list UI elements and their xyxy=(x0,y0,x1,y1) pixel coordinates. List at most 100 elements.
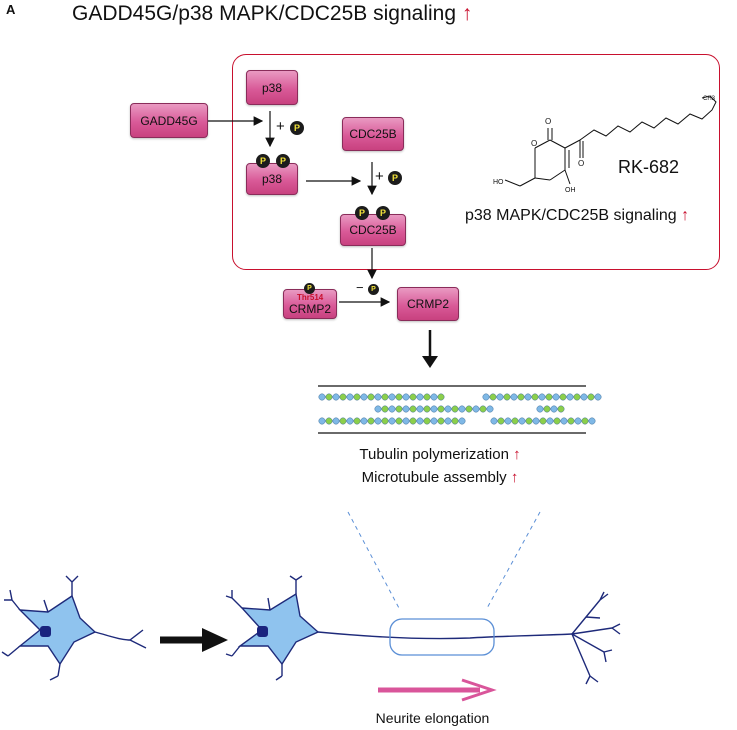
tubulin-dimer xyxy=(423,417,431,425)
outcome-microtubule-text: Microtubule assembly xyxy=(361,469,507,486)
rk682-structure xyxy=(504,95,717,187)
tubulin-dimer xyxy=(451,417,459,425)
tubulin-dimer xyxy=(332,417,340,425)
tubulin-dimer xyxy=(374,393,382,401)
neurite-arrow-head xyxy=(461,678,497,702)
rk682-atom-o-ring: O xyxy=(531,139,537,148)
tubulin-dimer xyxy=(346,393,354,401)
title-up-arrow-icon: ↑ xyxy=(461,2,473,25)
neuron-before-nucleus xyxy=(40,626,51,637)
figure-title: GADD45G/p38 MAPK/CDC25B signaling ↑ xyxy=(72,2,472,26)
tubulin-dimer xyxy=(409,417,417,425)
plus-sign: + xyxy=(375,168,384,185)
tubulin-dimer xyxy=(395,405,403,413)
tubulin-dimer xyxy=(360,417,368,425)
phosphate-icon: P xyxy=(276,154,290,168)
node-phospho-crmp2: CRMP2 xyxy=(283,289,337,319)
tubulin-dimer xyxy=(325,393,333,401)
tubulin-dimer xyxy=(510,393,518,401)
neuron-after-nucleus xyxy=(257,626,268,637)
tubulin-dimer xyxy=(587,393,595,401)
tubulin-dimer xyxy=(511,417,519,425)
axon-zoom-box xyxy=(389,618,495,656)
tubulin-dimer xyxy=(388,405,396,413)
box-caption-text: p38 MAPK/CDC25B signaling xyxy=(465,207,677,224)
tubulin-dimer xyxy=(381,405,389,413)
outcome-tubulin-up-arrow-icon: ↑ xyxy=(513,446,521,463)
tubulin-dimer xyxy=(353,417,361,425)
zoom-line-right xyxy=(485,511,541,611)
tubulin-dimer xyxy=(496,393,504,401)
zoom-line-left xyxy=(347,511,401,611)
tubulin-dimer xyxy=(430,417,438,425)
node-cdc25b: CDC25B xyxy=(342,117,404,151)
tubulin-dimer xyxy=(472,405,480,413)
tubulin-dimer xyxy=(479,405,487,413)
box-caption-up-arrow-icon: ↑ xyxy=(681,207,690,224)
tubulin-dimer xyxy=(486,405,494,413)
tubulin-dimer xyxy=(490,417,498,425)
tubulin-dimer xyxy=(444,417,452,425)
phosphate-icon: P xyxy=(388,171,402,185)
tubulin-dimer xyxy=(360,393,368,401)
tubulin-dimer xyxy=(552,393,560,401)
node-phospho-cdc25b: CDC25B xyxy=(340,214,406,246)
title-text: GADD45G/p38 MAPK/CDC25B signaling xyxy=(72,2,457,25)
outcome-microtubule: Microtubule assembly ↑ xyxy=(330,469,550,486)
tubulin-dimer xyxy=(532,417,540,425)
tubulin-dimer xyxy=(536,405,544,413)
tubulin-dimer xyxy=(489,393,497,401)
pathway-frame xyxy=(232,54,720,270)
tubulin-dimer xyxy=(416,405,424,413)
outcome-tubulin: Tubulin polymerization ↑ xyxy=(330,446,550,463)
outcome-microtubule-up-arrow-icon: ↑ xyxy=(510,469,519,486)
tubulin-dimer xyxy=(504,417,512,425)
tubulin-dimer xyxy=(553,417,561,425)
tubulin-dimer xyxy=(367,417,375,425)
tubulin-dimer xyxy=(518,417,526,425)
tubulin-dimer xyxy=(525,417,533,425)
tubulin-dimer xyxy=(574,417,582,425)
tubulin-dimer xyxy=(531,393,539,401)
tubulin-dimer xyxy=(318,393,326,401)
tubulin-dimer xyxy=(381,393,389,401)
tubulin-dimer xyxy=(437,405,445,413)
tubulin-dimer xyxy=(539,417,547,425)
arrow-down-head xyxy=(422,356,438,368)
tubulin-dimer xyxy=(557,405,565,413)
node-p38: p38 xyxy=(246,70,298,105)
tubulin-dimer xyxy=(458,405,466,413)
tubulin-dimer xyxy=(388,393,396,401)
phosphate-icon: P xyxy=(376,206,390,220)
node-crmp2: CRMP2 xyxy=(397,287,459,321)
node-gadd45g: GADD45G xyxy=(130,103,208,138)
tubulin-dimer xyxy=(395,417,403,425)
tubulin-dimer xyxy=(409,393,417,401)
node-phospho-p38: p38 xyxy=(246,163,298,195)
tubulin-dimer xyxy=(339,417,347,425)
outcome-tubulin-text: Tubulin polymerization xyxy=(359,446,509,463)
tubulin-dimer xyxy=(560,417,568,425)
tubulin-dimer xyxy=(381,417,389,425)
tubulin-dimer xyxy=(437,393,445,401)
tubulin-dimer xyxy=(538,393,546,401)
tubulin-dimer xyxy=(402,405,410,413)
transition-arrow-head xyxy=(202,628,228,652)
tubulin-dimer xyxy=(550,405,558,413)
phosphate-icon: P xyxy=(368,284,379,295)
tubulin-dimer xyxy=(325,417,333,425)
tubulin-dimer xyxy=(465,405,473,413)
tubulin-dimer xyxy=(409,405,417,413)
rk682-atom-ch3: CH3 xyxy=(703,96,716,102)
tubulin-dimer xyxy=(559,393,567,401)
tubulin-dimer xyxy=(402,417,410,425)
tubulin-dimer xyxy=(567,417,575,425)
tubulin-dimer xyxy=(416,417,424,425)
tubulin-dimer xyxy=(580,393,588,401)
tubulin-dimer xyxy=(545,393,553,401)
tubulin-dimers xyxy=(318,393,602,425)
tubulin-dimer xyxy=(543,405,551,413)
tubulin-dimer xyxy=(517,393,525,401)
tubulin-dimer xyxy=(332,393,340,401)
